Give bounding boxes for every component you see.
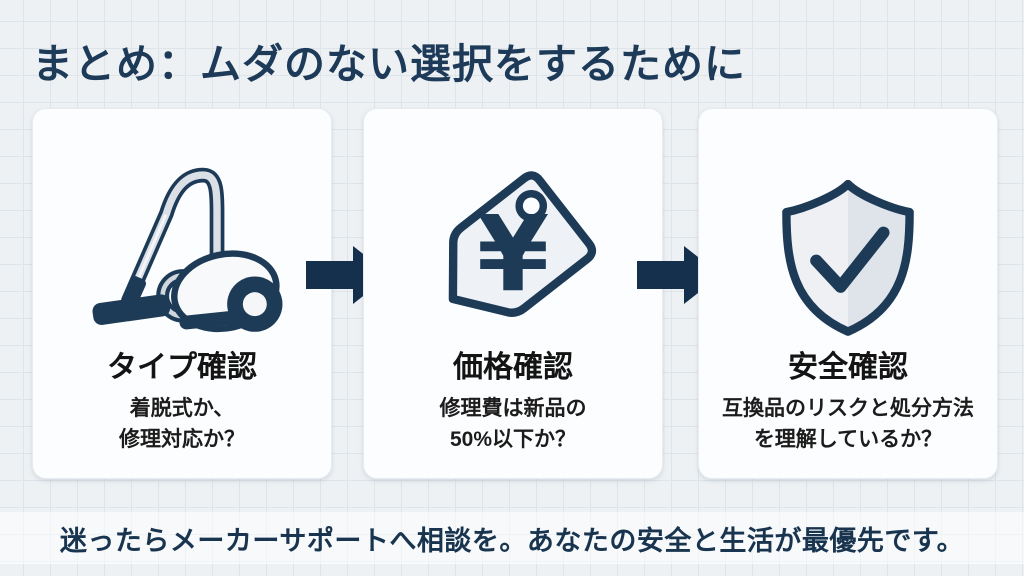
yen-symbol: ¥ xyxy=(477,193,549,315)
page-title: まとめ：ムダのない選択をするために xyxy=(32,41,746,87)
step-title: 価格確認 xyxy=(453,351,573,384)
step-card-price-check: ¥ 価格確認 修理費は新品の 50%以下か？ xyxy=(363,108,663,479)
step-description: 互換品のリスクと処分方法 を理解しているか？ xyxy=(722,396,974,452)
shield-check-icon xyxy=(764,109,932,345)
step-title: 安全確認 xyxy=(788,351,908,384)
step-card-safety-check: 安全確認 互換品のリスクと処分方法 を理解しているか？ xyxy=(698,108,998,479)
step-title: タイプ確認 xyxy=(107,351,257,384)
step-card-type-check: タイプ確認 着脱式か、 修理対応か？ xyxy=(32,108,332,479)
step-description: 着脱式か、 修理対応か？ xyxy=(119,396,245,452)
footer-band: 迷ったらメーカーサポートへ相談を。あなたの安全と生活が最優先です。 xyxy=(0,512,1024,564)
step-description: 修理費は新品の 50%以下か？ xyxy=(439,396,587,452)
vacuum-cleaner-icon xyxy=(76,109,288,345)
yen-price-tag-icon: ¥ xyxy=(415,109,611,345)
footer-message: 迷ったらメーカーサポートへ相談を。あなたの安全と生活が最優先です。 xyxy=(59,525,965,556)
